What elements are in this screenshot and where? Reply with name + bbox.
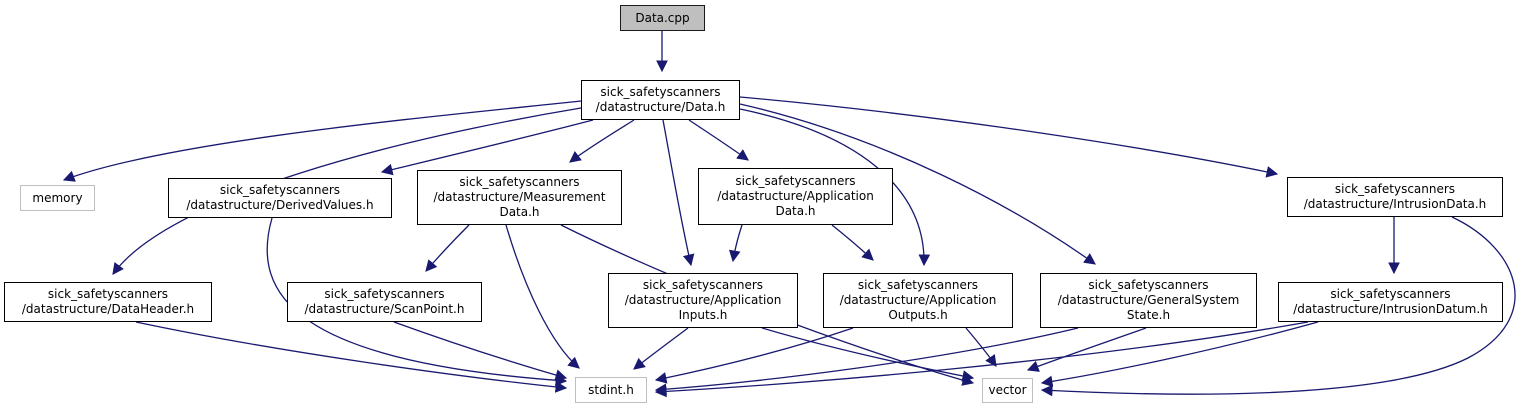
node-label-line: /datastructure/ScanPoint.h [304,302,465,316]
node-label-line: sick_safetyscanners [642,278,764,292]
edge-scan-point-h-to-stdint-h [393,321,568,381]
edge-general-system-state-h-to-vector [1026,327,1147,372]
edge-application-inputs-h-to-vector [761,327,975,382]
node-derived-values-h[interactable]: sick_safetyscanners/datastructure/Derive… [168,178,392,218]
edge-application-data-h-to-application-inputs-h [728,224,743,263]
node-application-outputs-h[interactable]: sick_safetyscanners/datastructure/Applic… [823,273,1013,328]
node-label-line: sick_safetyscanners [1088,278,1209,292]
edge-application-outputs-h-to-stdint-h [654,327,854,384]
edge-data-h-to-derived-values-h [380,119,594,176]
node-label-line: /datastructure/GeneralSystem [1057,293,1240,307]
edge-data-h-to-intrusion-data-h [739,96,1279,178]
node-application-data-h[interactable]: sick_safetyscanners/datastructure/Applic… [698,168,893,225]
edge-application-data-h-to-application-outputs-h [831,224,874,261]
node-label-line: stdint.h [588,382,634,397]
edge-data-h-to-measurement-data-h [569,119,635,163]
node-label-line: /datastructure/Application [839,293,997,307]
node-label-line: Data.cpp [635,10,690,25]
node-label-line: /datastructure/Application [624,293,782,307]
edge-data-h-to-application-inputs-h [662,119,695,267]
edge-intrusion-datum-h-to-vector [1040,321,1319,388]
node-data-cpp: Data.cpp [620,5,705,31]
node-label-line: Outputs.h [888,308,948,322]
node-application-inputs-h[interactable]: sick_safetyscanners/datastructure/Applic… [608,273,798,328]
node-label-line: sick_safetyscanners [1330,287,1451,301]
node-label-line: Data.h [499,205,540,219]
node-label-line: sick_safetyscanners [600,85,721,99]
node-label-line: Inputs.h [678,308,728,322]
edge-measurement-data-h-to-stdint-h [505,224,580,369]
node-scan-point-h[interactable]: sick_safetyscanners/datastructure/ScanPo… [287,282,482,322]
node-data-h[interactable]: sick_safetyscanners/datastructure/Data.h [581,80,740,120]
edge-data-h-to-memory [62,100,582,182]
node-label-line: sick_safetyscanners [219,183,341,197]
node-label-line: sick_safetyscanners [459,175,580,189]
edge-data-header-h-to-stdint-h [135,321,568,393]
node-intrusion-datum-h[interactable]: sick_safetyscanners/datastructure/Intrus… [1278,282,1503,322]
node-label-line: /datastructure/IntrusionData.h [1303,197,1487,211]
node-label-line: sick_safetyscanners [324,287,445,301]
node-data-header-h[interactable]: sick_safetyscanners/datastructure/DataHe… [4,282,212,322]
edge-application-inputs-h-to-stdint-h [633,327,689,370]
node-measurement-data-h[interactable]: sick_safetyscanners/datastructure/Measur… [417,170,622,225]
node-stdint-h: stdint.h [575,377,647,403]
node-label-line: vector [988,383,1027,397]
node-label-line: /datastructure/Measurement [433,190,606,204]
node-label-line: /datastructure/Data.h [595,100,726,114]
node-memory: memory [20,185,95,211]
node-label-line: sick_safetyscanners [857,278,979,292]
node-label-line: Data.h [775,204,816,218]
node-vector: vector [982,378,1033,403]
edge-measurement-data-h-to-scan-point-h [425,224,470,272]
node-label-line: /datastructure/DerivedValues.h [186,198,374,212]
node-general-system-state-h[interactable]: sick_safetyscanners/datastructure/Genera… [1040,273,1257,328]
node-label-line: memory [32,190,83,205]
edge-application-outputs-h-to-vector [965,327,997,367]
node-label-line: /datastructure/Application [717,189,874,203]
node-label-line: /datastructure/IntrusionDatum.h [1293,302,1488,316]
node-label-line: /datastructure/DataHeader.h [21,302,195,316]
node-label-line: sick_safetyscanners [735,174,856,188]
node-label-line: sick_safetyscanners [47,287,169,301]
edge-data-h-to-application-data-h [688,119,749,161]
node-label-line: sick_safetyscanners [1334,182,1456,196]
node-label-line: State.h [1126,308,1171,322]
node-intrusion-data-h[interactable]: sick_safetyscanners/datastructure/Intrus… [1287,177,1503,217]
